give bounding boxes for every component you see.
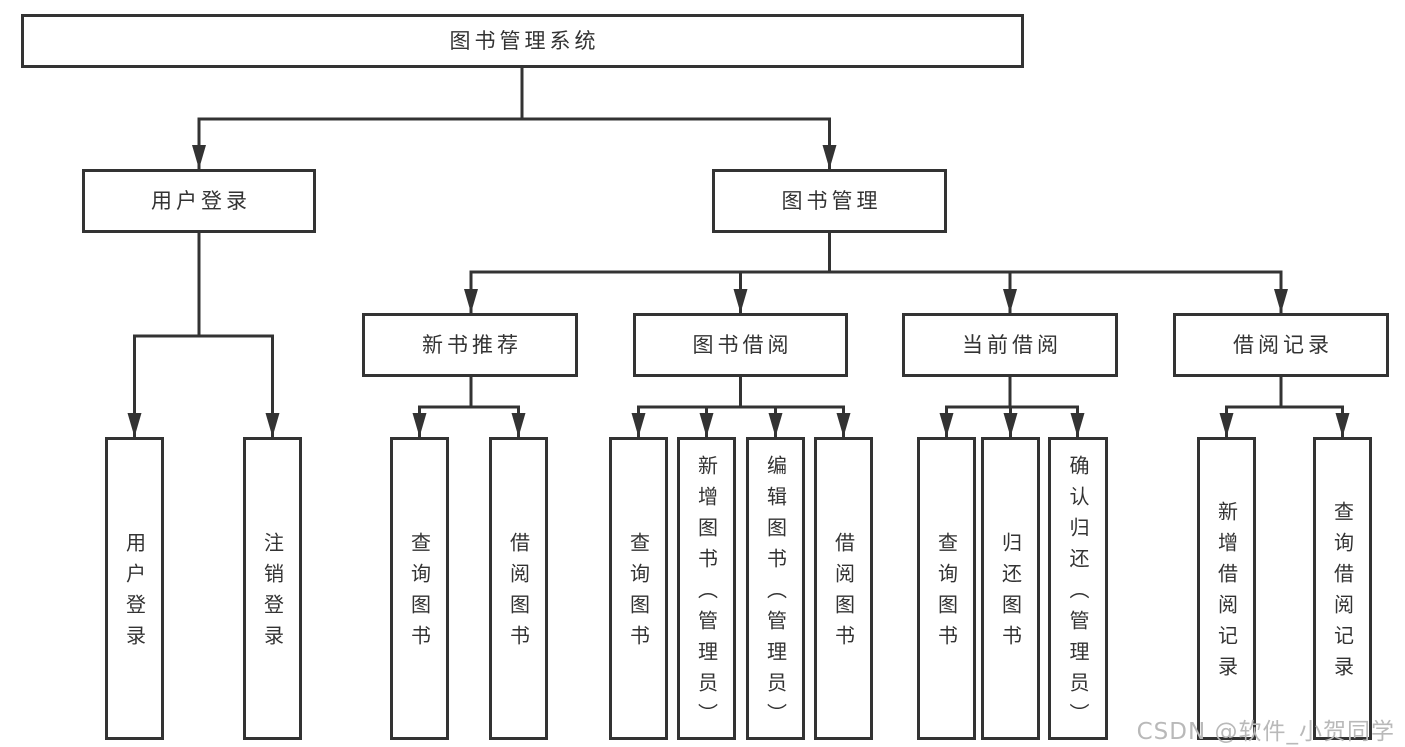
leaf-borrow-books-recommend: 借阅图书 [489,437,548,740]
leaf-return-books: 归还图书 [981,437,1040,740]
leaf-label: 查询图书 [934,532,959,656]
leaf-query-books-current: 查询图书 [917,437,976,740]
leaf-label: 新增借阅记录 [1214,501,1239,687]
node-label: 图书管理系统 [449,28,600,53]
csdn-watermark: CSDN @软件_小贺同学 [1136,719,1395,745]
leaf-user-login: 用户登录 [105,437,164,740]
node-library-management-system: 图书管理系统 [21,14,1024,68]
leaf-label: 查询图书 [407,532,432,656]
node-label: 图书管理 [781,188,882,213]
node-current-borrowing: 当前借阅 [902,313,1118,377]
leaf-add-books-admin: 新增图书（管理员） [677,437,736,740]
node-borrowing-records: 借阅记录 [1173,313,1389,377]
leaf-query-borrow-record: 查询借阅记录 [1313,437,1372,740]
leaf-logout: 注销登录 [243,437,302,740]
leaf-label: 归还图书 [998,532,1023,656]
leaf-borrow-books-borrowing: 借阅图书 [814,437,873,740]
leaf-label: 借阅图书 [506,532,531,656]
node-label: 新书推荐 [422,332,522,357]
leaf-confirm-return-admin: 确认归还（管理员） [1048,437,1108,740]
leaf-query-books-recommend: 查询图书 [390,437,449,740]
node-label: 图书借阅 [692,332,793,357]
leaf-label: 查询图书 [626,532,651,656]
leaf-label: 注销登录 [260,532,285,656]
leaf-label: 用户登录 [122,532,147,656]
leaf-add-borrow-record: 新增借阅记录 [1197,437,1256,740]
leaf-label: 编辑图书（管理员） [763,454,788,734]
node-label: 借阅记录 [1233,332,1333,357]
leaf-label: 借阅图书 [831,532,856,656]
node-book-management: 图书管理 [712,169,947,233]
leaf-edit-books-admin: 编辑图书（管理员） [746,437,805,740]
leaf-label: 新增图书（管理员） [694,454,719,734]
node-new-book-recommendation: 新书推荐 [362,313,578,377]
leaf-label: 确认归还（管理员） [1066,454,1090,734]
leaf-label: 查询借阅记录 [1330,501,1355,687]
node-label: 当前借阅 [962,332,1062,357]
leaf-query-books-borrowing: 查询图书 [609,437,668,740]
node-book-borrowing: 图书借阅 [633,313,848,377]
node-user-login: 用户登录 [82,169,316,233]
node-label: 用户登录 [151,188,251,213]
